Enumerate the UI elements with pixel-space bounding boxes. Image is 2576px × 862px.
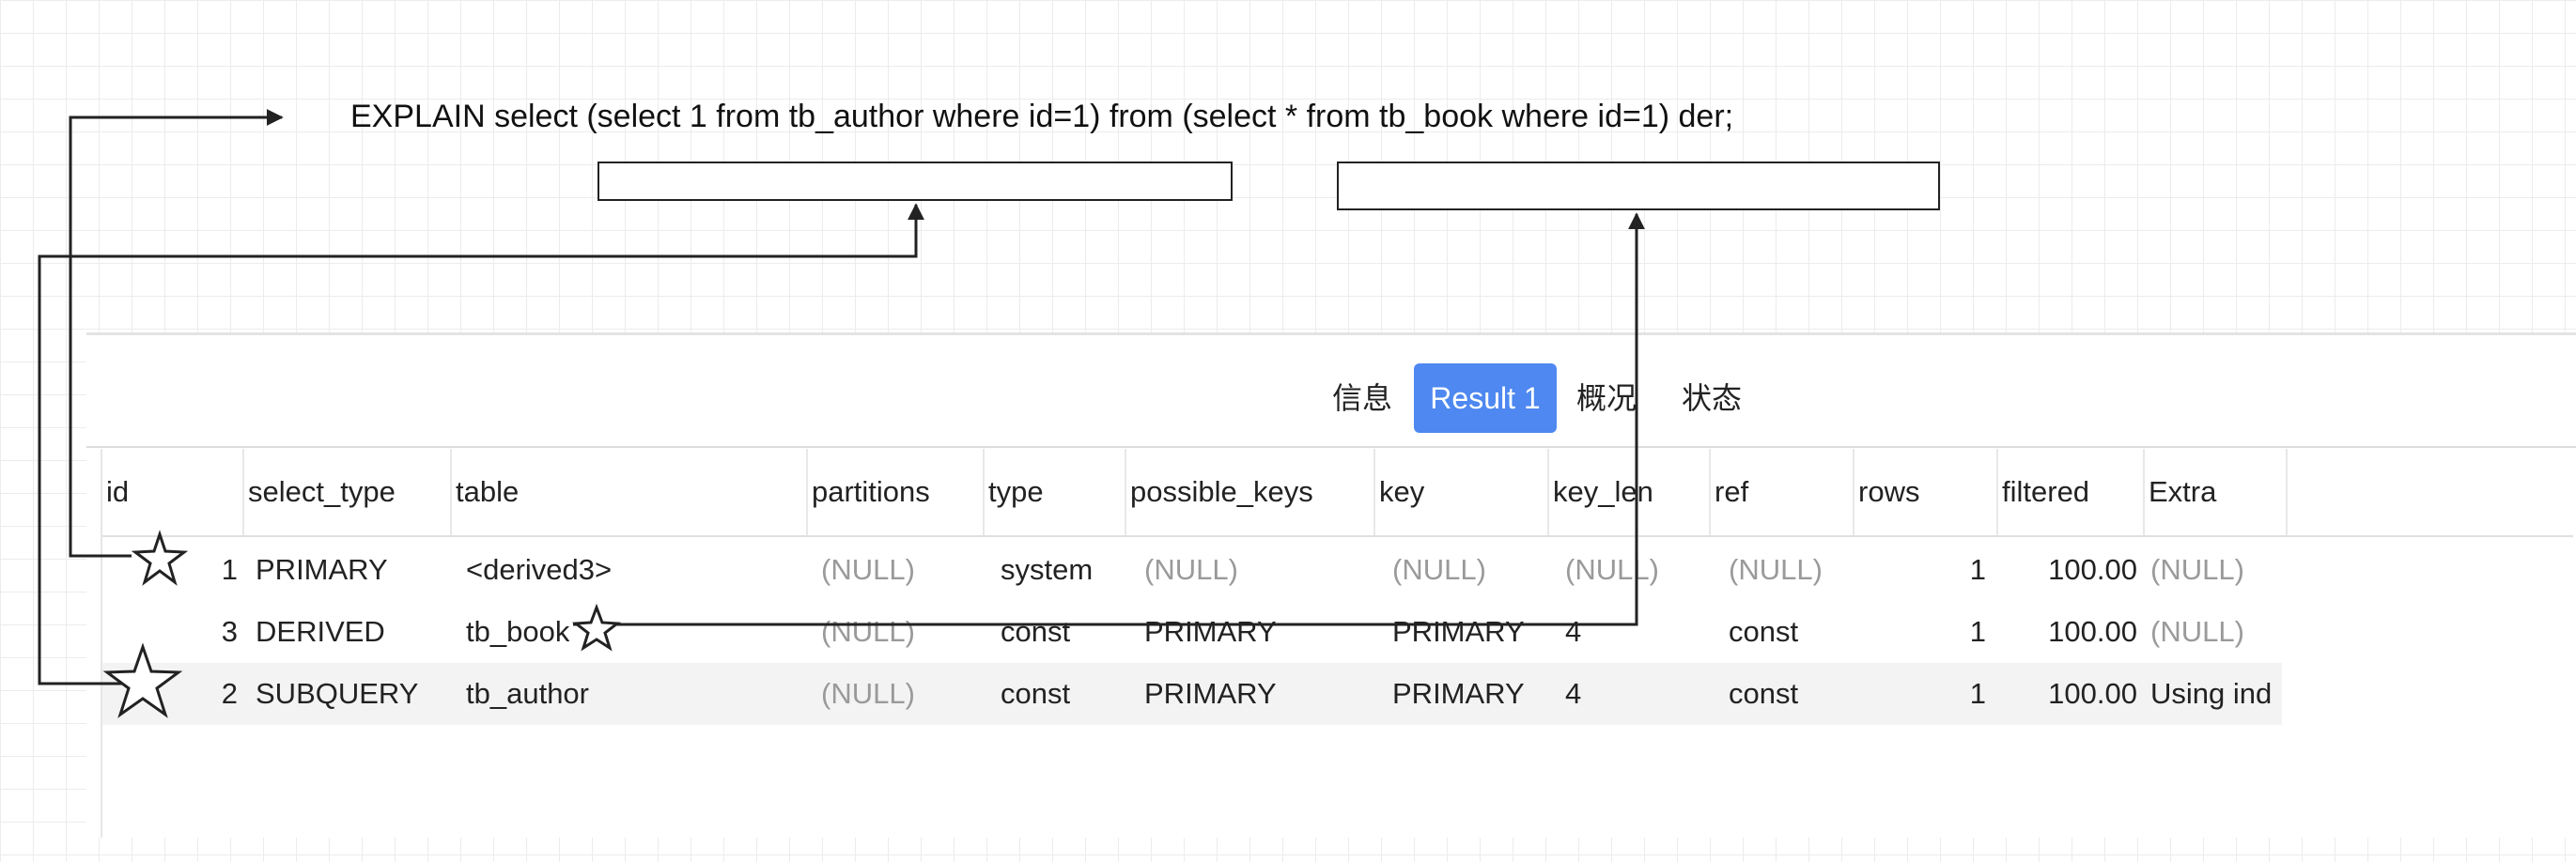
table-row[interactable]: 1 PRIMARY <derived3> (NULL) system (NULL… [102, 539, 2282, 601]
cell-table: <derived3> [466, 553, 613, 586]
cell-rows: 1 [1969, 615, 1986, 648]
cell-filtered: 100.00 [2048, 615, 2137, 648]
cell-ref: const [1729, 677, 1799, 710]
cell-ref: const [1729, 615, 1799, 648]
cell-partitions: (NULL) [821, 553, 915, 586]
tab-status[interactable]: 状态 [1681, 381, 1742, 415]
cell-key-len: (NULL) [1565, 553, 1659, 586]
explain-result-grid: id select_type table partitions type pos… [101, 449, 2573, 838]
result-panel: 信息 Result 1 概况 状态 id select_type table p… [86, 332, 2576, 838]
column-header-id[interactable]: id [102, 449, 244, 535]
cell-select-type: SUBQUERY [256, 677, 419, 710]
cell-type: system [1001, 553, 1094, 586]
cell-select-type: DERIVED [256, 615, 385, 648]
cell-rows: 1 [1969, 553, 1986, 586]
subquery-highlight-box [597, 162, 1233, 201]
cell-key-len: 4 [1565, 677, 1582, 710]
column-header-key-len[interactable]: key_len [1549, 449, 1711, 535]
cell-extra: (NULL) [2150, 553, 2244, 586]
column-header-key[interactable]: key [1375, 449, 1549, 535]
cell-table: tb_book [466, 615, 570, 648]
cell-rows: 1 [1969, 677, 1986, 710]
column-header-ref[interactable]: ref [1711, 449, 1854, 535]
tab-overview[interactable]: 概况 [1575, 381, 1637, 415]
cell-key-len: 4 [1565, 615, 1582, 648]
tabs-divider [86, 446, 2576, 448]
cell-type: const [1001, 615, 1071, 648]
column-header-rows[interactable]: rows [1854, 449, 1998, 535]
cell-filtered: 100.00 [2048, 553, 2137, 586]
tab-info[interactable]: 信息 [1331, 381, 1392, 415]
cell-id: 3 [221, 615, 238, 648]
cell-table: tb_author [466, 677, 589, 710]
cell-id: 2 [221, 677, 238, 710]
column-header-type[interactable]: type [985, 449, 1126, 535]
table-row[interactable]: 2 SUBQUERY tb_author (NULL) const PRIMAR… [102, 663, 2282, 725]
cell-key: (NULL) [1392, 553, 1486, 586]
cell-select-type: PRIMARY [256, 553, 388, 586]
tab-result-1[interactable]: Result 1 [1414, 363, 1557, 433]
cell-extra: (NULL) [2150, 615, 2244, 648]
column-header-table[interactable]: table [452, 449, 808, 535]
cell-extra: Using ind [2150, 677, 2273, 710]
column-header-select-type[interactable]: select_type [244, 449, 452, 535]
cell-possible-keys: (NULL) [1144, 553, 1238, 586]
column-header-partitions[interactable]: partitions [808, 449, 985, 535]
cell-partitions: (NULL) [821, 677, 915, 710]
table-row[interactable]: 3 DERIVED tb_book (NULL) const PRIMARY P… [102, 601, 2282, 663]
cell-key: PRIMARY [1392, 615, 1525, 648]
header-divider [102, 535, 2573, 537]
column-header-extra[interactable]: Extra [2145, 449, 2288, 535]
sql-statement: EXPLAIN select (select 1 from tb_author … [350, 99, 1734, 134]
column-header-possible-keys[interactable]: possible_keys [1126, 449, 1375, 535]
cell-type: const [1001, 677, 1071, 710]
cell-key: PRIMARY [1392, 677, 1525, 710]
cell-possible-keys: PRIMARY [1144, 677, 1277, 710]
cell-ref: (NULL) [1729, 553, 1823, 586]
result-tabs: 信息 Result 1 概况 状态 [86, 363, 2576, 439]
cell-possible-keys: PRIMARY [1144, 615, 1277, 648]
cell-filtered: 100.00 [2048, 677, 2137, 710]
cell-id: 1 [221, 553, 238, 586]
cell-partitions: (NULL) [821, 615, 915, 648]
column-header-filtered[interactable]: filtered [1998, 449, 2145, 535]
derived-highlight-box [1337, 162, 1940, 210]
